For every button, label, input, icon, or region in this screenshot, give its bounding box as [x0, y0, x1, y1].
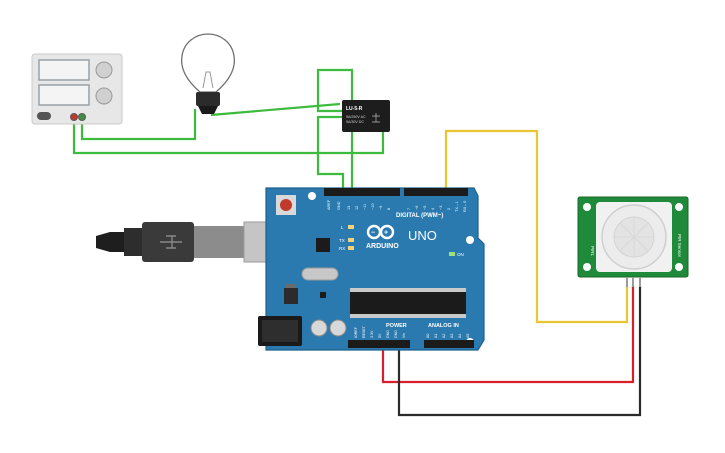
led-on-label: ON: [457, 252, 464, 257]
pin-label-ioref: IOREF: [354, 326, 358, 338]
pin-label-9: ~9: [379, 206, 383, 210]
pin-label-3v3: 3.3V: [370, 330, 374, 338]
led-rx-label: RX: [339, 246, 345, 251]
pin-label-5v: 5V: [378, 333, 382, 338]
digital-header-right: [404, 188, 468, 196]
supply-display-voltage: [38, 59, 90, 81]
led-rx: [348, 246, 354, 250]
power-pin-labels: IOREF RESET 3.3V 5V GND GND Vin: [354, 325, 406, 338]
relay-model: LU-5-R: [346, 106, 363, 112]
pin-label-4: 4: [431, 208, 435, 210]
pin-label-rx0: RX←0: [463, 201, 467, 212]
svg-text:−: −: [371, 230, 375, 237]
pin-label-a2: A2: [442, 334, 446, 338]
led-on: [449, 252, 455, 256]
capacitor-2: [329, 319, 347, 337]
supply-power-switch[interactable]: [37, 112, 51, 120]
wire-pir-power[interactable]: [381, 286, 635, 384]
pin-label-11: ~11: [363, 204, 367, 210]
pir-sensor[interactable]: PIR Sensor PIR1: [577, 196, 689, 287]
relay-rating-dc: 5A/30V DC: [346, 120, 364, 124]
pin-label-6: ~6: [415, 206, 419, 210]
pin-label-a1: A1: [434, 334, 438, 338]
arduino-model: UNO: [408, 228, 437, 243]
arduino-logo-icon: [366, 224, 395, 240]
pin-label-13: 13: [347, 206, 351, 210]
wires: [72, 68, 642, 417]
pin-label-8: 8: [387, 208, 391, 210]
relay-rating-ac: 5A/250V AC: [346, 115, 366, 119]
svg-text:+: +: [384, 230, 388, 237]
pin-label-a4: A4: [458, 334, 462, 338]
pin-label-gnd-2: GND: [394, 330, 398, 338]
regulator: [284, 288, 298, 304]
pin-label-7: 7: [407, 208, 411, 210]
light-bulb[interactable]: [180, 33, 236, 114]
pin-label-5: ~5: [423, 206, 427, 210]
pin-label-12: 12: [355, 206, 359, 210]
microcontroller-chip: [350, 292, 466, 314]
arduino-uno[interactable]: AREF GND 13 12 ~11 ~10 ~9 8 7 ~6 ~5 4 ~3…: [258, 187, 485, 351]
bulb-base: [196, 92, 220, 106]
pin-label-tx1: TX→1: [455, 201, 459, 212]
arduino-brand: ARDUINO: [366, 243, 399, 250]
capacitor-1: [310, 319, 328, 337]
bulb-glass: [180, 33, 236, 93]
pin-label-a0: A0: [426, 334, 430, 338]
wire-bulb-to-relay[interactable]: [210, 102, 341, 117]
supply-display-current: [38, 84, 90, 106]
led-tx-label: TX: [339, 238, 345, 243]
pir-sub-label: PIR1: [590, 246, 595, 257]
analog-label: ANALOG IN: [428, 323, 459, 329]
relay[interactable]: LU-5-R 5A/250V AC 5A/30V DC: [342, 100, 390, 132]
pin-label-gnd-1: GND: [386, 330, 390, 338]
pin-label-gnd-top: GND: [337, 201, 341, 210]
bulb-filament: [202, 71, 214, 89]
power-label: POWER: [386, 323, 407, 329]
reset-button[interactable]: [280, 199, 292, 211]
digital-header-left: [324, 188, 400, 196]
led-l: [348, 225, 354, 229]
pin-label-a5: A5: [466, 334, 470, 338]
wire-pir-ground[interactable]: [397, 286, 642, 417]
crystal: [301, 267, 339, 281]
pir-pins: [626, 277, 641, 287]
analog-header: [424, 340, 474, 348]
led-l-label: L: [341, 225, 344, 230]
wire-supply-to-bulb[interactable]: [80, 109, 197, 141]
pin-label-10: ~10: [371, 204, 375, 210]
led-tx: [348, 238, 354, 242]
pir-label: PIR Sensor: [677, 234, 682, 258]
supply-voltage-knob[interactable]: [95, 61, 113, 79]
usb-chip: [316, 238, 330, 252]
analog-pin-labels: A0 A1 A2 A3 A4 A5: [426, 334, 470, 338]
wire-supply-to-relay[interactable]: [72, 117, 385, 155]
pin-label-3: ~3: [439, 206, 443, 210]
power-header: [348, 340, 410, 348]
digital-pin-labels: AREF GND 13 12 ~11 ~10 ~9 8 7 ~6 ~5 4 ~3…: [327, 199, 467, 212]
digital-label: DIGITAL (PWM~): [396, 213, 443, 219]
pin-label-2: 2: [447, 208, 451, 210]
pin-label-aref: AREF: [327, 199, 331, 210]
supply-negative-terminal[interactable]: [70, 113, 78, 121]
supply-positive-terminal[interactable]: [78, 113, 86, 121]
wire-relay-to-gnd[interactable]: [316, 115, 345, 190]
pin-label-reset: RESET: [362, 325, 366, 338]
power-supply[interactable]: [31, 53, 123, 125]
pin-label-vin: Vin: [402, 333, 406, 338]
wire-pir-signal[interactable]: [444, 129, 629, 324]
supply-current-knob[interactable]: [95, 87, 113, 105]
pin-label-a3: A3: [450, 334, 454, 338]
